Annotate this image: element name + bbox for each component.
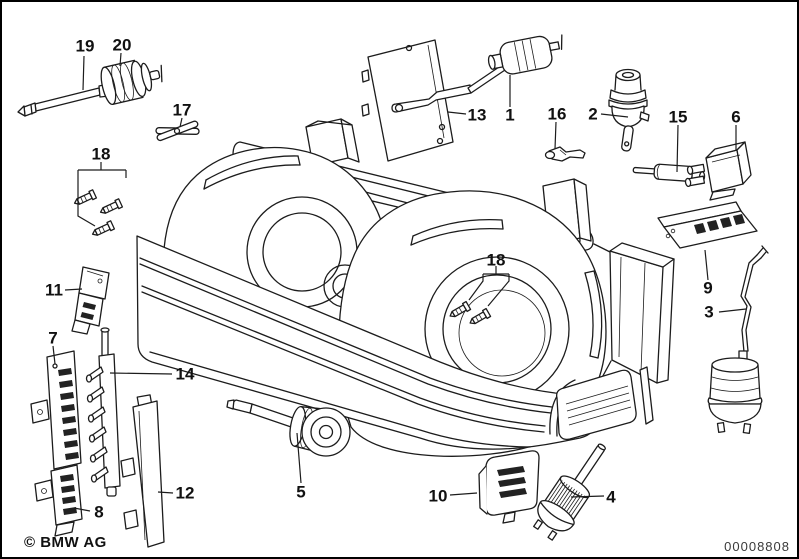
leader-line-3 bbox=[718, 308, 747, 313]
part-8-connector-strip bbox=[34, 464, 83, 537]
labels-layer: 19 20 17 18 13 1 16 2 15 6 18 9 3 11 7 14 12 8 5 10 4 bbox=[45, 36, 741, 522]
part-12-mounting-plate bbox=[120, 394, 165, 548]
louver-fin bbox=[639, 366, 654, 425]
leader-line-18 bbox=[487, 274, 510, 307]
part-label-4: 4 bbox=[606, 488, 616, 507]
part-5-actuator bbox=[226, 399, 351, 457]
part-10-slotted-bracket bbox=[478, 450, 540, 524]
part-label-20: 20 bbox=[113, 36, 132, 55]
right-step-panel bbox=[609, 250, 664, 384]
part-label-17: 17 bbox=[173, 101, 192, 120]
part-label-1: 1 bbox=[505, 106, 514, 125]
leader-line-11 bbox=[64, 288, 83, 291]
part-label-5: 5 bbox=[296, 483, 305, 502]
leader-line-12 bbox=[157, 491, 174, 494]
part-label-7: 7 bbox=[48, 329, 57, 348]
leader-line-10 bbox=[449, 492, 478, 496]
leader-line-9 bbox=[704, 249, 709, 281]
part-3-rod-actuator bbox=[707, 245, 769, 435]
part-2-vacuum-unit bbox=[608, 68, 650, 152]
part-18-screws-left bbox=[73, 189, 124, 236]
part-label-9: 9 bbox=[703, 279, 712, 298]
part-11-bracket bbox=[71, 266, 110, 335]
part-label-18: 18 bbox=[92, 145, 111, 164]
leader-line-20 bbox=[119, 52, 122, 67]
part-7-connector-strip bbox=[30, 350, 82, 470]
part-6-valve bbox=[684, 141, 752, 201]
part-label-10: 10 bbox=[429, 487, 448, 506]
part-label-12: 12 bbox=[176, 484, 195, 503]
part-4-blower-motor bbox=[533, 443, 606, 541]
part-14-pin-rail bbox=[85, 327, 121, 497]
part-label-8: 8 bbox=[94, 503, 103, 522]
part-label-13: 13 bbox=[468, 106, 487, 125]
leader-lines bbox=[52, 52, 747, 512]
leader-line-2 bbox=[600, 113, 629, 118]
leader-line-16 bbox=[554, 121, 557, 150]
part-label-11: 11 bbox=[45, 281, 63, 300]
part-1-lever bbox=[391, 84, 472, 113]
leader-line-13 bbox=[447, 111, 467, 115]
leader-line-4 bbox=[570, 495, 605, 498]
copyright-text: © BMW AG bbox=[24, 534, 107, 551]
leader-line-8 bbox=[73, 507, 91, 512]
part-label-14: 14 bbox=[176, 365, 195, 384]
leader-line-17 bbox=[179, 117, 183, 128]
image-number: 00008808 bbox=[724, 539, 790, 554]
leader-line-7 bbox=[52, 345, 56, 365]
heater-unit-drawing bbox=[136, 118, 675, 457]
rim-slab-right-side bbox=[573, 178, 592, 242]
leader-line-5 bbox=[296, 432, 302, 484]
part-9-slotted-plate bbox=[657, 201, 758, 249]
housing-base bbox=[136, 235, 597, 450]
part-17-clip bbox=[155, 120, 200, 142]
leader-line-15 bbox=[676, 124, 679, 173]
part-label-15: 15 bbox=[669, 108, 688, 127]
part-label-19: 19 bbox=[76, 37, 95, 56]
part-19-rod bbox=[17, 87, 101, 117]
part-20-actuator bbox=[98, 59, 163, 106]
part-18-screws-middle bbox=[449, 300, 492, 325]
rim-slab-left-side bbox=[340, 118, 360, 163]
part-label-18: 18 bbox=[487, 251, 506, 270]
leader-line-18 bbox=[468, 274, 484, 301]
part-label-6: 6 bbox=[731, 108, 740, 127]
leader-line-18 bbox=[77, 170, 96, 227]
leader-line-14 bbox=[109, 372, 173, 375]
part-label-2: 2 bbox=[588, 105, 597, 124]
louver-vent bbox=[556, 369, 637, 441]
part-label-3: 3 bbox=[704, 303, 713, 322]
part-16-clip bbox=[544, 146, 586, 162]
leader-line-19 bbox=[82, 55, 85, 91]
part-13-bracket-plate bbox=[361, 39, 454, 162]
part-label-16: 16 bbox=[548, 105, 567, 124]
part-1-actuator bbox=[391, 34, 563, 113]
